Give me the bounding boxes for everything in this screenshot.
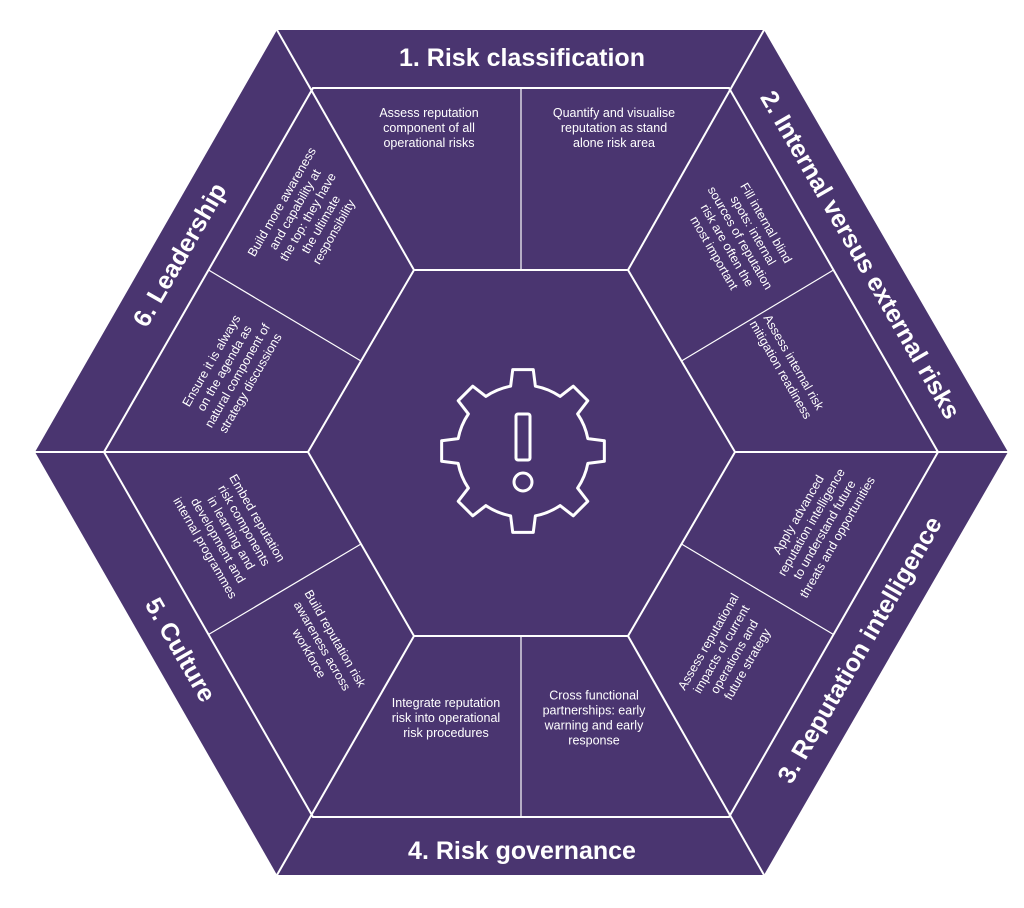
cell-divider [208,269,362,362]
gear-exclamation-icon [440,368,606,534]
item-line: Assess reputation [379,106,478,120]
sector-separator [276,635,415,876]
section-title-4: 4. Risk governance [408,837,636,865]
sector-separator [627,29,765,271]
item-line: response [568,734,619,748]
item-line: warning and early [544,719,644,733]
hexagon-shapes [35,29,1008,876]
cell-divider [681,269,834,362]
item-line: risk procedures [403,726,488,740]
outer-hexagon [35,30,1008,875]
item-line: partnerships: early [543,704,647,718]
item-line: component of all [383,121,475,135]
sector-separator [627,635,765,876]
item-line: risk into operational [392,711,500,725]
sector-separator [276,29,415,271]
center-hexagon [306,269,737,637]
item-line: Cross functional [549,689,639,703]
cell-divider [208,543,362,636]
item-line: reputation as stand [561,121,667,135]
item-line: Integrate reputation [392,696,500,710]
section-title-1: 1. Risk classification [399,44,645,72]
item-line: alone risk area [573,136,655,150]
title-band-border [102,87,940,818]
item-line: Quantify and visualise [553,106,675,120]
cell-divider [681,543,834,636]
item-line: operational risks [383,136,474,150]
